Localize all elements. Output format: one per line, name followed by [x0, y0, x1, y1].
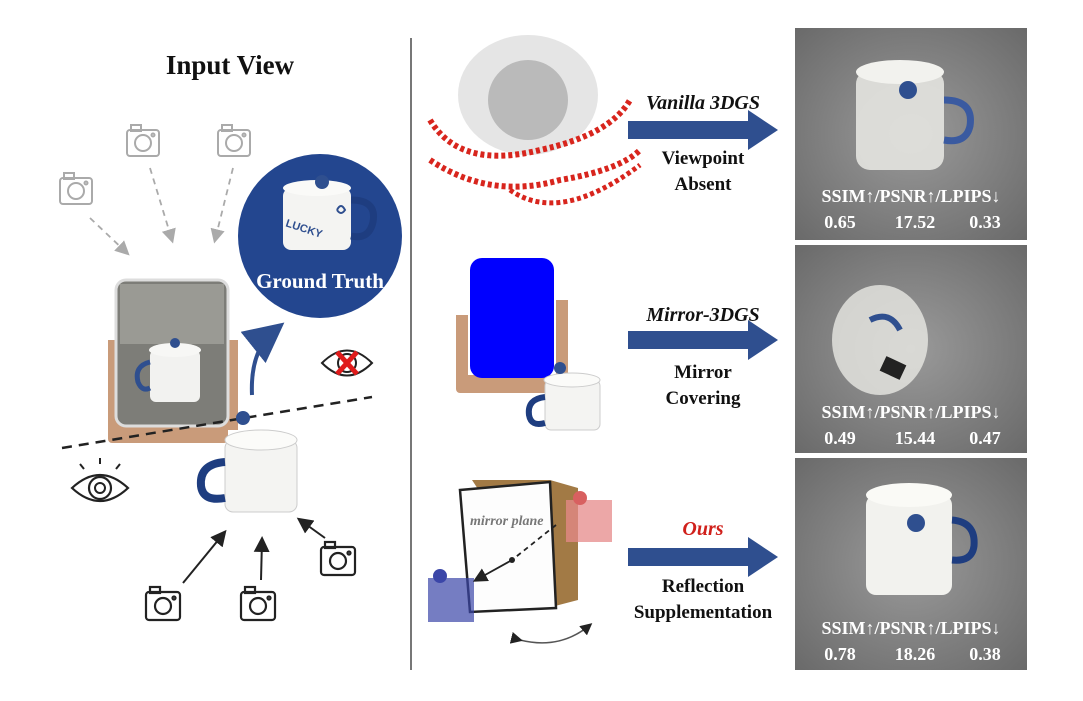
camera-icon-2 [239, 585, 277, 622]
camera-icon-gray-1 [126, 124, 160, 157]
point-cloud-vanilla [427, 35, 643, 206]
psnr-value-ours: 18.26 [894, 644, 936, 664]
ssim-value-ours: 0.78 [824, 644, 856, 664]
curved-arrow-to-ground-truth [240, 322, 285, 396]
subtitle-vanilla-line2: Absent [674, 174, 732, 195]
blue-arrow-2 [628, 320, 778, 360]
reflection-diagram [428, 480, 612, 644]
camera-arrow-2 [253, 536, 270, 581]
method-label-mirror3dgs: Mirror-3DGS [646, 304, 760, 326]
mirror-covering-scene [456, 258, 601, 431]
render-panel-ours [795, 458, 1027, 670]
ssim-value-mirror3dgs: 0.49 [824, 428, 856, 448]
render-panel-vanilla [795, 28, 1027, 240]
lpips-value-vanilla: 0.33 [969, 212, 1001, 232]
crossed-eye-icon [320, 349, 374, 377]
method-label-vanilla: Vanilla 3DGS [646, 92, 760, 114]
psnr-value-mirror3dgs: 15.44 [894, 428, 936, 448]
metrics-header-vanilla: SSIM↑/PSNR↑/LPIPS↓ [821, 186, 1001, 206]
ground-truth-circle [238, 154, 402, 318]
camera-icon-gray-3 [59, 172, 93, 205]
input-view-title: Input View [165, 50, 295, 80]
subtitle-mirror3dgs-line2: Covering [665, 388, 741, 409]
mirror-plane-label: mirror plane [470, 514, 544, 529]
lpips-value-ours: 0.38 [969, 644, 1001, 664]
camera-icon-1 [144, 585, 182, 622]
subtitle-ours-line1: Reflection [661, 576, 745, 597]
metrics-header-mirror3dgs: SSIM↑/PSNR↑/LPIPS↓ [821, 402, 1001, 422]
dashed-arrow-gray-1 [89, 217, 130, 256]
mirror-scene [108, 278, 238, 443]
camera-icon-gray-2 [217, 124, 251, 157]
ssim-value-vanilla: 0.65 [824, 212, 856, 232]
panel-divider [410, 38, 412, 670]
subtitle-vanilla-line1: Viewpoint [661, 148, 745, 169]
render-panel-mirror3dgs [795, 245, 1027, 453]
eye-icon [70, 458, 130, 502]
lpips-value-mirror3dgs: 0.47 [969, 428, 1001, 448]
camera-arrow-1 [182, 529, 227, 584]
dashed-arrow-gray-3 [210, 167, 234, 244]
metrics-header-ours: SSIM↑/PSNR↑/LPIPS↓ [821, 618, 1001, 638]
blue-arrow-1 [628, 110, 778, 150]
real-mug [196, 411, 298, 513]
camera-icon-3 [319, 540, 357, 577]
dashed-arrow-gray-2 [149, 167, 176, 244]
method-label-ours: Ours [682, 518, 724, 540]
psnr-value-vanilla: 17.52 [894, 212, 936, 232]
mirror-plane-line [61, 395, 373, 450]
subtitle-ours-line2: Supplementation [633, 602, 773, 623]
ground-truth-label: Ground Truth [256, 269, 384, 293]
camera-arrow-3 [296, 517, 326, 539]
blue-arrow-3 [628, 537, 778, 577]
subtitle-mirror3dgs-line1: Mirror [674, 362, 732, 383]
